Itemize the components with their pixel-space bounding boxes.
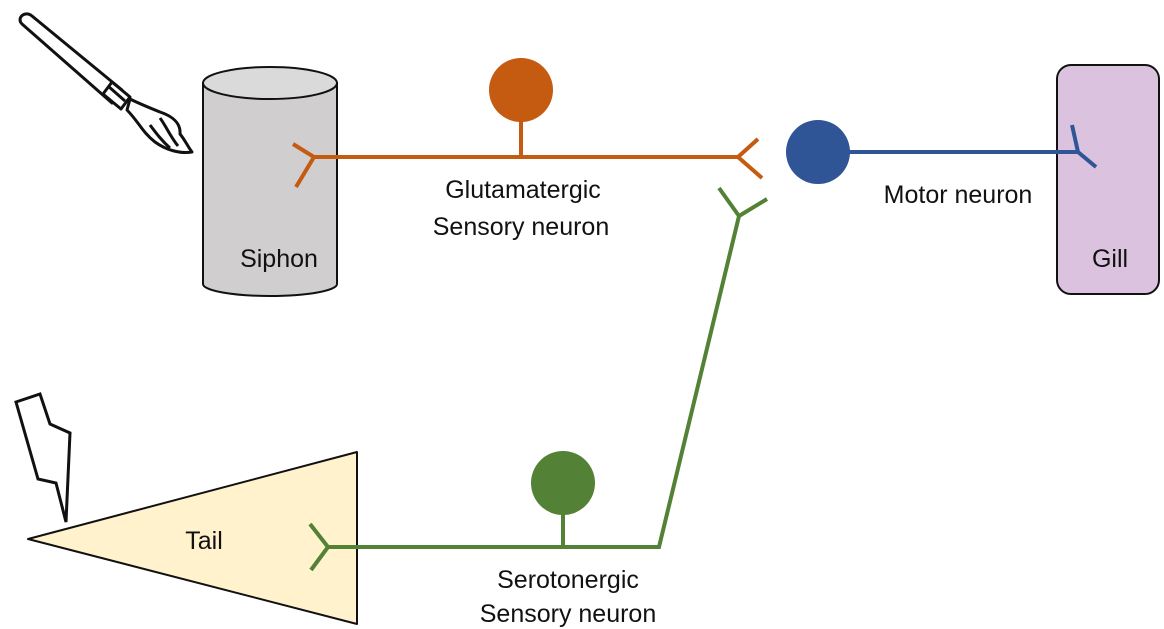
serotonergic-cell-body xyxy=(531,451,595,515)
glutamatergic-label-line1: Glutamatergic xyxy=(445,176,601,204)
serotonergic-sensory-neuron xyxy=(308,186,769,572)
tail-body xyxy=(27,451,358,625)
siphon-body xyxy=(202,66,338,297)
paintbrush-icon xyxy=(18,12,194,154)
glutamatergic-axon-terminal xyxy=(736,137,764,180)
motor-neuron-label: Motor neuron xyxy=(884,181,1033,209)
motor-axon-terminal xyxy=(1058,124,1098,169)
siphon-label: Siphon xyxy=(240,245,318,273)
tail-label: Tail xyxy=(185,527,223,555)
motor-cell-body xyxy=(786,120,850,184)
serotonergic-dendrite-terminal xyxy=(308,522,331,572)
glutamatergic-dendrite-terminal xyxy=(291,142,317,189)
serotonergic-label-line1: Serotonergic xyxy=(497,566,639,594)
serotonergic-label-line2: Sensory neuron xyxy=(480,600,657,628)
lightning-bolt-icon xyxy=(14,392,72,523)
gill-body xyxy=(1056,64,1160,295)
glutamatergic-cell-body xyxy=(489,58,553,122)
serotonergic-axon-terminal xyxy=(717,186,769,218)
motor-neuron xyxy=(840,124,1098,169)
serotonergic-axon xyxy=(328,215,741,549)
gill-label: Gill xyxy=(1092,245,1128,273)
glutamatergic-sensory-neuron xyxy=(291,118,764,189)
glutamatergic-label-line2: Sensory neuron xyxy=(433,213,610,241)
